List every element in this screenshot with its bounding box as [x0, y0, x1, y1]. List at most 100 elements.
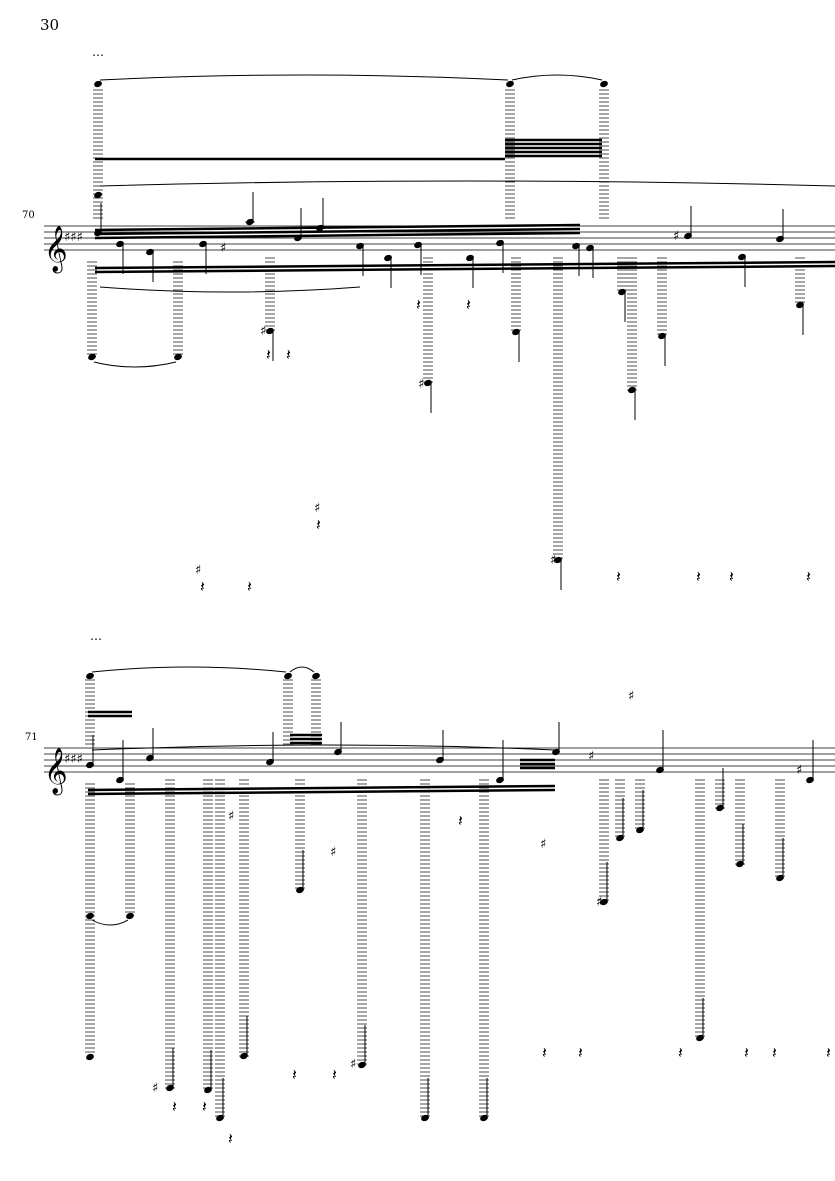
sharp: ♯	[220, 241, 226, 256]
notehead	[116, 776, 124, 784]
rest: 𝄽	[729, 567, 734, 586]
sharp: ♯	[314, 501, 320, 516]
rest: 𝄽	[616, 567, 621, 586]
sharp: ♯	[260, 324, 266, 339]
notehead	[424, 379, 432, 387]
tie	[91, 919, 129, 926]
key-signature: ♯♯♯	[64, 230, 83, 245]
rest: 𝄽	[266, 345, 271, 364]
page-number: 30	[40, 16, 60, 34]
notehead	[600, 898, 608, 906]
rest: 𝄽	[292, 1065, 297, 1084]
rest: 𝄽	[806, 567, 811, 586]
rest: 𝄽	[247, 577, 252, 596]
system-2: 𝄞♯♯♯𝄽𝄽𝄽𝄽𝄽𝄽𝄽𝄽𝄽𝄽𝄽𝄽♯♯♯♯♯♯♯♯♯…	[44, 629, 835, 1148]
notehead	[776, 874, 784, 882]
rest: 𝄽	[172, 1097, 177, 1116]
notehead	[618, 288, 626, 296]
rest: 𝄽	[772, 1043, 777, 1062]
tie	[91, 744, 556, 751]
rest: 𝄽	[416, 295, 421, 314]
sharp: ♯	[796, 763, 802, 778]
rest: 𝄽	[332, 1065, 337, 1084]
tremolo-dots: …	[90, 629, 102, 643]
rest: 𝄽	[458, 811, 463, 830]
notehead	[266, 758, 274, 766]
notehead	[738, 253, 746, 261]
beam	[94, 227, 581, 236]
beam	[94, 231, 581, 240]
tie	[93, 361, 177, 368]
beam	[87, 788, 556, 796]
notehead	[266, 327, 274, 335]
notehead	[636, 826, 644, 834]
notehead	[86, 672, 94, 680]
treble-clef: 𝄞	[44, 748, 68, 796]
notehead	[586, 244, 594, 252]
notehead	[776, 235, 784, 243]
rest: 𝄽	[316, 515, 321, 534]
notehead	[296, 886, 304, 894]
notehead	[480, 1114, 488, 1122]
rest: 𝄽	[542, 1043, 547, 1062]
notehead	[466, 254, 474, 262]
rest: 𝄽	[826, 1043, 831, 1062]
notehead	[126, 912, 134, 920]
rest: 𝄽	[578, 1043, 583, 1062]
notehead	[86, 761, 94, 769]
notehead	[696, 1034, 704, 1042]
notehead	[146, 248, 154, 256]
notehead	[421, 1114, 429, 1122]
tie	[99, 74, 509, 81]
notehead	[496, 239, 504, 247]
notehead	[174, 353, 182, 361]
key-signature: ♯♯♯	[64, 752, 83, 767]
rest: 𝄽	[696, 567, 701, 586]
sharp: ♯	[330, 845, 336, 860]
notehead	[658, 332, 666, 340]
notehead	[506, 80, 514, 88]
rest: 𝄽	[200, 577, 205, 596]
notehead	[334, 748, 342, 756]
beam	[94, 223, 581, 232]
tie	[91, 666, 287, 673]
notehead	[358, 1061, 366, 1069]
notehead	[616, 834, 624, 842]
notehead	[414, 241, 422, 249]
beam	[87, 784, 556, 792]
notehead	[496, 776, 504, 784]
notehead	[284, 672, 292, 680]
beam	[94, 260, 835, 270]
sharp: ♯	[628, 689, 634, 704]
notehead	[94, 80, 102, 88]
notehead	[436, 756, 444, 764]
sharp: ♯	[350, 1057, 356, 1072]
measure-number: 70	[22, 210, 35, 221]
tie	[99, 180, 835, 187]
rest: 𝄽	[286, 345, 291, 364]
notehead	[204, 1086, 212, 1094]
tie	[511, 74, 603, 81]
beam	[94, 264, 835, 274]
system-1: 𝄞♯♯♯𝄽𝄽𝄽𝄽𝄽𝄽𝄽𝄽𝄽𝄽𝄽♯♯♯♯♯♯♯…	[44, 45, 835, 596]
sharp: ♯	[588, 749, 594, 764]
notehead	[656, 766, 664, 774]
notehead	[384, 254, 392, 262]
rest: 𝄽	[202, 1097, 207, 1116]
sharp: ♯	[418, 377, 424, 392]
notehead	[572, 242, 580, 250]
notehead	[116, 240, 124, 248]
notehead	[146, 754, 154, 762]
tie	[289, 666, 315, 673]
rest: 𝄽	[678, 1043, 683, 1062]
sharp: ♯	[152, 1081, 158, 1096]
notehead	[312, 672, 320, 680]
notehead	[554, 556, 562, 564]
sharp: ♯	[195, 563, 201, 578]
measure-number: 71	[25, 732, 38, 743]
treble-clef: 𝄞	[44, 226, 68, 274]
rest: 𝄽	[466, 295, 471, 314]
notehead	[684, 232, 692, 240]
sharp: ♯	[596, 895, 602, 910]
